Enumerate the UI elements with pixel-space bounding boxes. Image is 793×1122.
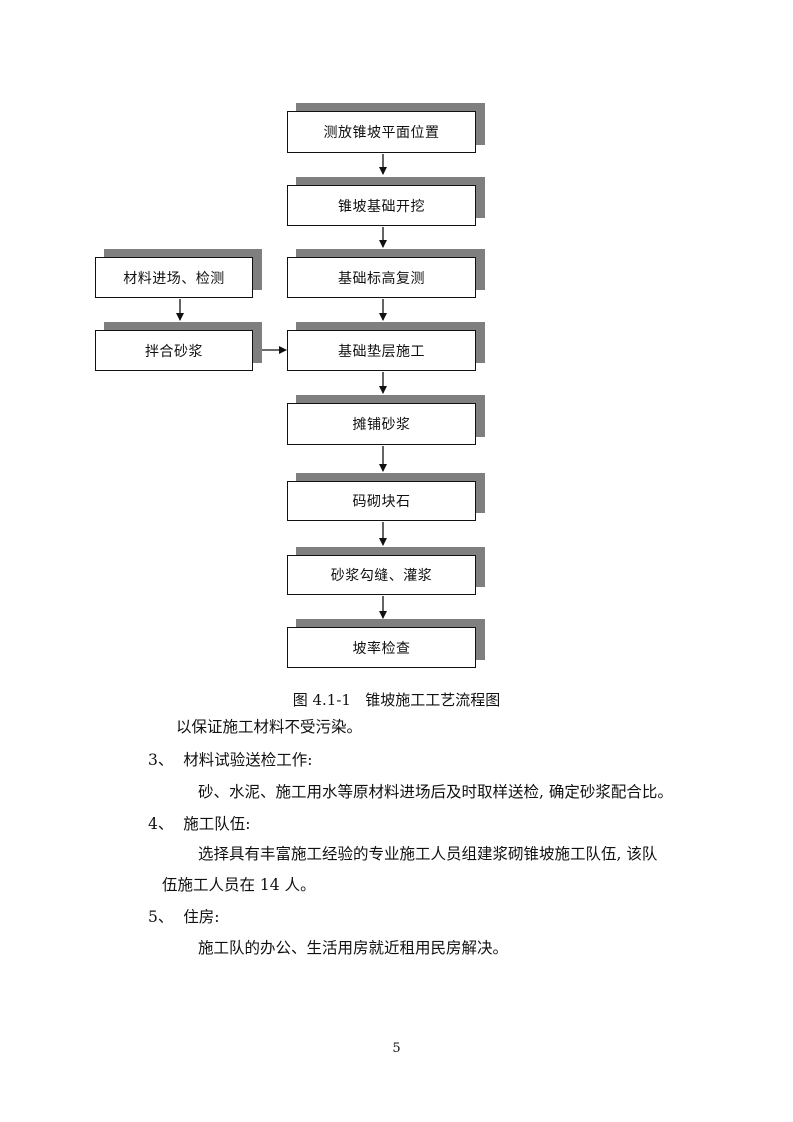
flow-material-2-label: 拌合砂浆 (95, 330, 253, 371)
flow-step-6: 码砌块石 (287, 473, 485, 521)
flow-step-1-label: 测放锥坡平面位置 (287, 111, 476, 153)
flow-material-1-label: 材料进场、检测 (95, 257, 253, 298)
flow-step-8-label: 坡率检查 (287, 627, 476, 668)
flow-step-7-label: 砂浆勾缝、灌浆 (287, 555, 476, 595)
flow-step-4: 基础垫层施工 (287, 322, 485, 371)
paragraph-4-line-2: 伍施工人员在 14 人。 (162, 876, 316, 894)
flow-step-8: 坡率检查 (287, 619, 485, 668)
flow-step-4-label: 基础垫层施工 (287, 330, 476, 371)
heading-3: 3、 材料试验送检工作: (148, 751, 313, 769)
flow-step-3-label: 基础标高复测 (287, 257, 476, 298)
flowchart-arrows (176, 154, 387, 619)
flow-step-6-label: 码砌块石 (287, 481, 476, 521)
flow-step-5: 摊铺砂浆 (287, 395, 485, 445)
figure-caption: 图 4.1-1 锥坡施工工艺流程图 (292, 691, 501, 709)
flow-step-3: 基础标高复测 (287, 249, 485, 298)
page-number: 5 (392, 1041, 401, 1056)
flow-step-1: 测放锥坡平面位置 (287, 103, 485, 153)
paragraph-5: 施工队的办公、生活用房就近租用民房解决。 (198, 939, 509, 957)
flow-step-2-label: 锥坡基础开挖 (287, 185, 476, 226)
flow-material-2: 拌合砂浆 (95, 322, 262, 371)
flow-material-1: 材料进场、检测 (95, 249, 262, 298)
flow-step-2: 锥坡基础开挖 (287, 177, 485, 226)
paragraph-4-line-1: 选择具有丰富施工经验的专业施工人员组建浆砌锥坡施工队伍, 该队 (198, 845, 658, 863)
flow-step-7: 砂浆勾缝、灌浆 (287, 547, 485, 595)
heading-4: 4、 施工队伍: (148, 815, 251, 833)
paragraph-3: 砂、水泥、施工用水等原材料进场后及时取样送检, 确定砂浆配合比。 (198, 783, 673, 801)
paragraph-continuation: 以保证施工材料不受污染。 (176, 718, 363, 736)
heading-5: 5、 住房: (148, 908, 220, 926)
flow-step-5-label: 摊铺砂浆 (287, 403, 476, 445)
